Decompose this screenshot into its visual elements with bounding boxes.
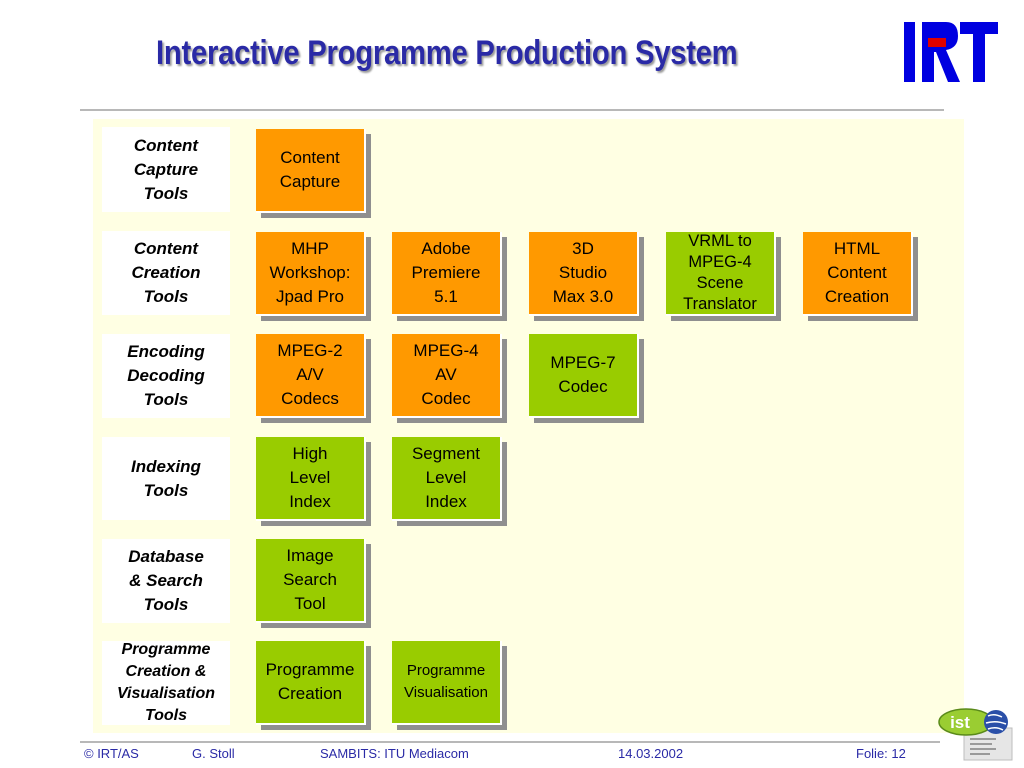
- diagram-panel: [93, 119, 964, 733]
- programme-visualisation-box: Programme Visualisation: [392, 641, 502, 725]
- footer-event: SAMBITS: ITU Mediacom: [320, 746, 469, 761]
- svg-text:ist: ist: [950, 713, 970, 732]
- row-label-content-creation: Content Creation Tools: [102, 231, 230, 315]
- mpeg2-codecs-box: MPEG-2 A/V Codecs: [256, 334, 366, 418]
- adobe-premiere-box: Adobe Premiere 5.1: [392, 232, 502, 316]
- footer-author: G. Stoll: [192, 746, 235, 761]
- title-divider: [80, 109, 944, 111]
- row-label-content-capture: Content Capture Tools: [102, 127, 230, 212]
- footer-slide-number: Folie: 12: [856, 746, 906, 761]
- image-search-tool-box: Image Search Tool: [256, 539, 366, 623]
- row-label-programme-visualisation: Programme Creation & Visualisation Tools: [102, 641, 230, 725]
- slide-title: Interactive Programme Production System: [156, 34, 738, 72]
- footer-copyright: © IRT/AS: [84, 746, 139, 761]
- ist-logo: ist: [938, 708, 1013, 761]
- html-content-creation-box: HTML Content Creation: [803, 232, 913, 316]
- row-label-encoding-decoding: Encoding Decoding Tools: [102, 334, 230, 418]
- row-label-indexing: Indexing Tools: [102, 437, 230, 520]
- footer-date: 14.03.2002: [618, 746, 684, 761]
- mhp-workshop-box: MHP Workshop: Jpad Pro: [256, 232, 366, 316]
- row-label-database-search: Database & Search Tools: [102, 539, 230, 623]
- segment-level-index-box: Segment Level Index: [392, 437, 502, 521]
- irt-logo: [904, 22, 998, 82]
- mpeg7-codec-box: MPEG-7 Codec: [529, 334, 639, 418]
- footer-divider: [80, 741, 940, 743]
- programme-creation-box: Programme Creation: [256, 641, 366, 725]
- mpeg4-codec-box: MPEG-4 AV Codec: [392, 334, 502, 418]
- 3d-studio-max-box: 3D Studio Max 3.0: [529, 232, 639, 316]
- content-capture-box: Content Capture: [256, 129, 366, 213]
- high-level-index-box: High Level Index: [256, 437, 366, 521]
- vrml-translator-box: VRML to MPEG-4 Scene Translator: [666, 232, 776, 316]
